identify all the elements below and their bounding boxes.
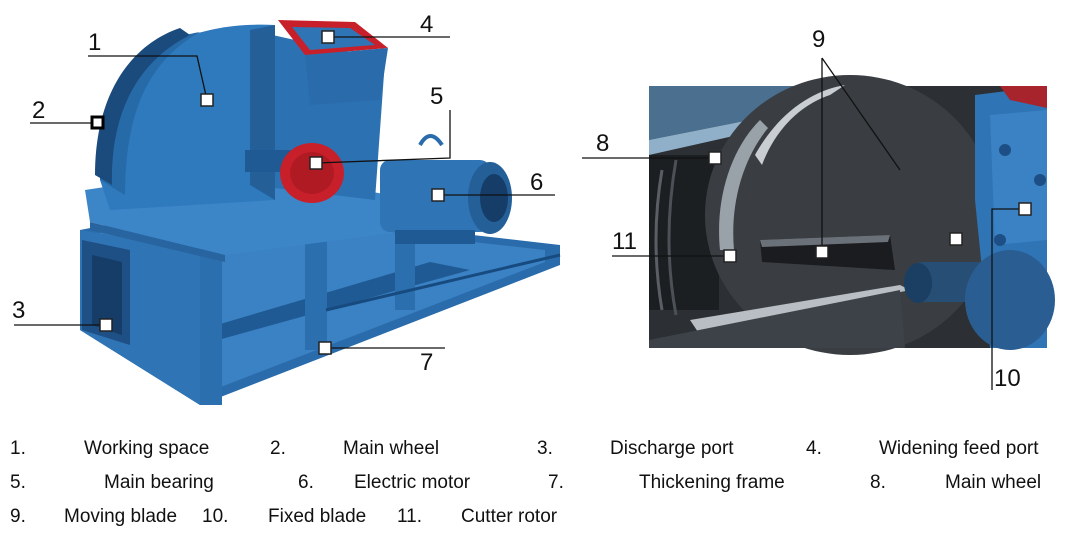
callout-2: 2 xyxy=(32,97,45,124)
legend-num-2: 2. xyxy=(270,438,286,459)
legend-label-11: Cutter rotor xyxy=(461,506,558,527)
legend-label-6: Electric motor xyxy=(354,472,471,493)
machine-illustrations: 1 2 3 4 5 6 7 8 9 11 10 xyxy=(12,11,1055,405)
callout-1: 1 xyxy=(88,29,101,56)
legend-num-8: 8. xyxy=(870,472,886,493)
callout-5: 5 xyxy=(430,83,443,110)
legend-label-8: Main wheel xyxy=(945,472,1042,493)
leader-lines xyxy=(14,36,1025,390)
legend-label-9: Moving blade xyxy=(64,506,178,527)
legend-label-3: Discharge port xyxy=(610,438,734,459)
rotor-closeup-photo xyxy=(649,75,1055,355)
callout-11: 11 xyxy=(612,228,637,255)
legend-num-1: 1. xyxy=(10,438,26,459)
legend-num-6: 6. xyxy=(298,472,314,493)
machine-photo xyxy=(80,20,561,405)
legend-label-5: Main bearing xyxy=(104,472,214,493)
legend-label-10: Fixed blade xyxy=(268,506,367,527)
legend-num-3: 3. xyxy=(537,438,553,459)
legend-num-5: 5. xyxy=(10,472,26,493)
callout-numbers: 1 2 3 4 5 6 7 8 9 11 10 xyxy=(12,11,1021,392)
callout-4: 4 xyxy=(420,11,433,38)
callout-9: 9 xyxy=(812,26,825,53)
callout-7: 7 xyxy=(420,349,433,376)
callout-6: 6 xyxy=(530,169,543,196)
callout-3: 3 xyxy=(12,297,25,324)
legend-num-10: 10. xyxy=(202,506,229,527)
legend-num-4: 4. xyxy=(806,438,822,459)
callout-markers xyxy=(90,30,1032,355)
callout-10: 10 xyxy=(994,365,1021,392)
legend-num-9: 9. xyxy=(10,506,26,527)
legend-label-7: Thickening frame xyxy=(639,472,785,493)
callout-8: 8 xyxy=(596,130,609,157)
legend-num-7: 7. xyxy=(548,472,564,493)
legend-label-1: Working space xyxy=(84,438,210,459)
legend-label-2: Main wheel xyxy=(343,438,440,459)
legend-label-4: Widening feed port xyxy=(879,438,1039,459)
legend-num-11: 11. xyxy=(397,506,423,527)
parts-legend: 1. Working space 2. Main wheel 3. Discha… xyxy=(0,432,1081,532)
